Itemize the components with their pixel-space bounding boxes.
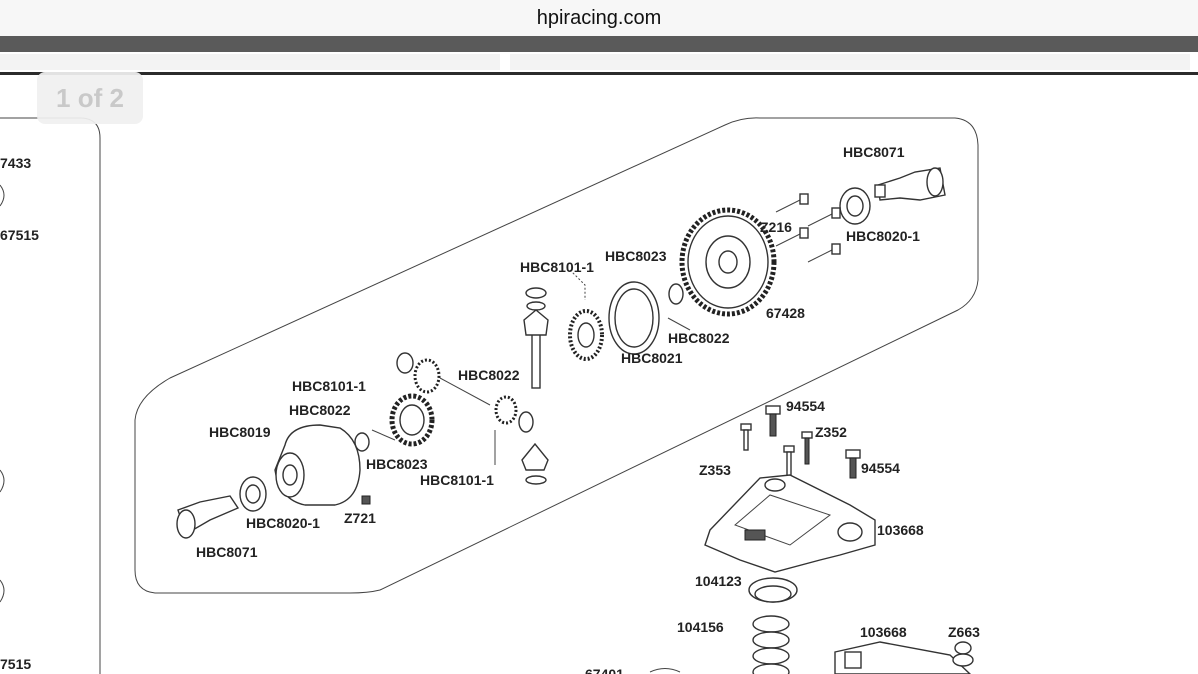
label-94554-b: 94554 [861,460,900,476]
label-z352: Z352 [815,424,847,440]
label-104123: 104123 [695,573,742,589]
label-z216: Z216 [760,219,792,235]
label-hbc8020-1-top: HBC8020-1 [846,228,920,244]
label-hbc8101-1-mid: HBC8101-1 [292,378,366,394]
label-hbc8101-1-top: HBC8101-1 [520,259,594,275]
diff-case [274,424,361,506]
spring-104156 [752,615,790,674]
label-hbc8101-1-bottom: HBC8101-1 [420,472,494,488]
label-hbc8022-top: HBC8022 [668,330,730,346]
outdrive-bottom [176,495,240,539]
diff-ring-gear [389,393,435,447]
label-hbc8023-top: HBC8023 [605,248,667,264]
label-104156: 104156 [677,619,724,635]
label-103668-a: 103668 [877,522,924,538]
pin-top [667,317,691,331]
shim-top [668,283,684,305]
label-hbc8019: HBC8019 [209,424,271,440]
label-z721: Z721 [344,510,376,526]
bevel-gear-top [568,309,604,361]
bearing-top [839,187,871,225]
left-label-2: 67515 [0,227,39,243]
label-z353: Z353 [699,462,731,478]
grub-screw-z721 [361,495,371,505]
label-hbc8022-left: HBC8022 [289,402,351,418]
viewer-subbar [0,52,1198,75]
diff-shaft [439,377,491,406]
left-label-3: 7515 [0,656,31,672]
bulkhead-103668 [704,474,876,573]
pdf-viewer[interactable] [0,75,1198,674]
screws-lower [740,405,861,479]
diff-gasket [608,281,660,355]
spur-gear [679,207,777,317]
outdrive-top [874,167,946,201]
bevel-gear-mid [413,358,441,394]
left-panel-border [0,117,101,674]
label-hbc8020-1-bottom: HBC8020-1 [246,515,320,531]
nut-z663 [952,641,974,667]
left-label-1: 7433 [0,155,31,171]
label-hbc8021: HBC8021 [621,350,683,366]
bulkhead-103668-lower [834,641,972,674]
page-indicator: 1 of 2 [37,72,143,124]
url-text[interactable]: hpiracing.com [536,7,662,29]
label-hbc8023-bottom: HBC8023 [366,456,428,472]
bevel-gear-small-bottom [521,442,549,485]
cross-pin [531,329,541,389]
screws-z216 [775,193,841,263]
bearing-bottom [239,476,267,512]
label-103668-b: 103668 [860,624,907,640]
label-hbc8071-top: HBC8071 [843,144,905,160]
spring-cup-104123 [748,577,798,603]
differential-group-outline [134,117,979,594]
label-hbc8022-mid: HBC8022 [458,367,520,383]
viewer-toolbar [0,36,1198,52]
label-67401: 67401 [585,666,624,674]
label-hbc8071-bottom: HBC8071 [196,544,258,560]
label-67428: 67428 [766,305,805,321]
label-z663: Z663 [948,624,980,640]
label-94554-a: 94554 [786,398,825,414]
